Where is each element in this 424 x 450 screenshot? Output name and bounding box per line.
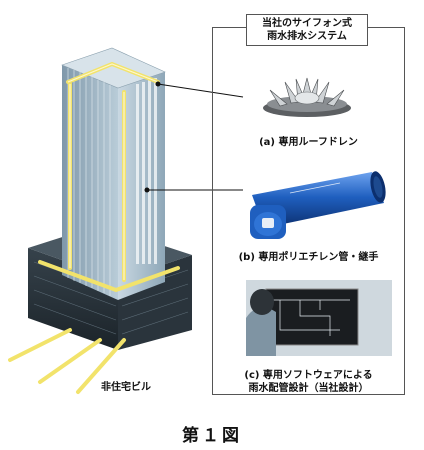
caption-design-software-line-1: (c) 専用ソフトウェアによる [244, 370, 373, 381]
caption-polyethylene-pipe: (b) 専用ポリエチレン管・継手 [238, 252, 379, 263]
tower-roof [61, 47, 166, 89]
building-illustration [8, 47, 244, 394]
system-panel [212, 27, 405, 395]
figure-label: 第１図 [182, 426, 242, 446]
ground-outlet-pipe-1 [8, 328, 72, 362]
caption-design-software: (c) 専用ソフトウェアによる 雨水配管設計（当社設計） [220, 369, 397, 395]
ground-outlet-pipe-3 [76, 338, 126, 394]
caption-design-software-line-2: 雨水配管設計（当社設計） [248, 383, 369, 394]
design-software-icon [246, 280, 392, 356]
panel-title: 当社のサイフォン式 雨水排水システム [246, 14, 368, 46]
polyethylene-pipe-icon [250, 171, 386, 239]
ground-outlet-pipe-2 [38, 338, 102, 384]
caption-roof-drain: (a) 専用ルーフドレン [259, 137, 358, 148]
roof-drain-icon [263, 77, 351, 117]
panel-title-line-1: 当社のサイフォン式 [262, 18, 352, 29]
tower-right-face [118, 72, 165, 300]
panel-title-line-2: 雨水排水システム [267, 31, 347, 42]
leader-line-roof-drain [157, 83, 244, 98]
building-label: 非住宅ビル [101, 382, 151, 393]
podium-collector-pipe [38, 260, 180, 293]
